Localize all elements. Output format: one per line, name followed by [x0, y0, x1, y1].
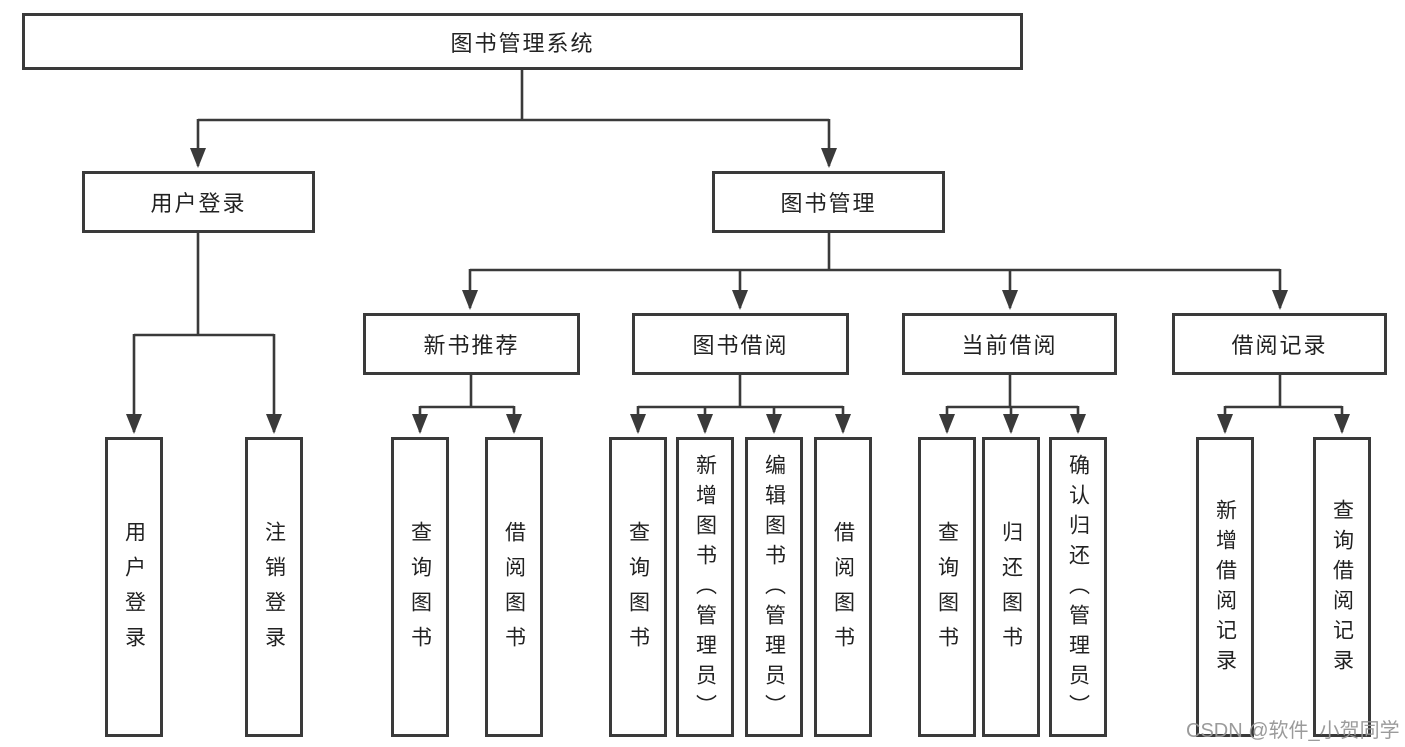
node-book-borrow-label: 图书借阅: [692, 333, 789, 358]
leaf-logout-label: 注销登录: [262, 520, 286, 661]
leaf-query-borrow-record-label: 查询借阅记录: [1330, 499, 1354, 679]
leaf-confirm-return-admin: 确认归还（管理员）: [1049, 437, 1107, 737]
leaf-query-book-3-label: 查询图书: [935, 520, 959, 661]
node-book-management-label: 图书管理: [780, 191, 877, 216]
node-new-book-recommend: 新书推荐: [363, 313, 580, 375]
leaf-query-book-1: 查询图书: [391, 437, 449, 737]
leaf-query-borrow-record: 查询借阅记录: [1313, 437, 1371, 737]
leaf-query-book-1-label: 查询图书: [408, 520, 432, 661]
csdn-watermark: CSDN @软件_小贺同学: [1186, 720, 1400, 742]
leaf-query-book-3: 查询图书: [918, 437, 976, 737]
leaf-borrow-book-2-label: 借阅图书: [831, 520, 855, 661]
node-user-login-label: 用户登录: [150, 191, 247, 216]
leaf-add-borrow-record: 新增借阅记录: [1196, 437, 1254, 737]
leaf-borrow-book-2: 借阅图书: [814, 437, 872, 737]
leaf-user-login-label: 用户登录: [122, 520, 146, 661]
node-user-login: 用户登录: [82, 171, 315, 233]
node-new-book-recommend-label: 新书推荐: [423, 333, 520, 358]
leaf-query-book-2: 查询图书: [609, 437, 667, 737]
node-book-borrow: 图书借阅: [632, 313, 849, 375]
leaf-logout: 注销登录: [245, 437, 303, 737]
leaf-add-borrow-record-label: 新增借阅记录: [1213, 499, 1237, 679]
leaf-add-book-admin-label: 新增图书（管理员）: [693, 454, 717, 724]
leaf-borrow-book-1: 借阅图书: [485, 437, 543, 737]
leaf-return-book: 归还图书: [982, 437, 1040, 737]
leaf-return-book-label: 归还图书: [999, 520, 1023, 661]
node-root: 图书管理系统: [22, 13, 1023, 70]
node-borrow-records: 借阅记录: [1172, 313, 1387, 375]
node-root-label: 图书管理系统: [450, 30, 595, 56]
leaf-edit-book-admin-label: 编辑图书（管理员）: [762, 454, 786, 724]
leaf-add-book-admin: 新增图书（管理员）: [676, 437, 734, 737]
leaf-edit-book-admin: 编辑图书（管理员）: [745, 437, 803, 737]
leaf-borrow-book-1-label: 借阅图书: [502, 520, 526, 661]
leaf-user-login: 用户登录: [105, 437, 163, 737]
leaf-confirm-return-admin-label: 确认归还（管理员）: [1066, 454, 1090, 724]
node-book-management: 图书管理: [712, 171, 945, 233]
leaf-query-book-2-label: 查询图书: [626, 520, 650, 661]
node-current-borrow-label: 当前借阅: [961, 333, 1058, 358]
node-borrow-records-label: 借阅记录: [1231, 333, 1328, 358]
node-current-borrow: 当前借阅: [902, 313, 1117, 375]
